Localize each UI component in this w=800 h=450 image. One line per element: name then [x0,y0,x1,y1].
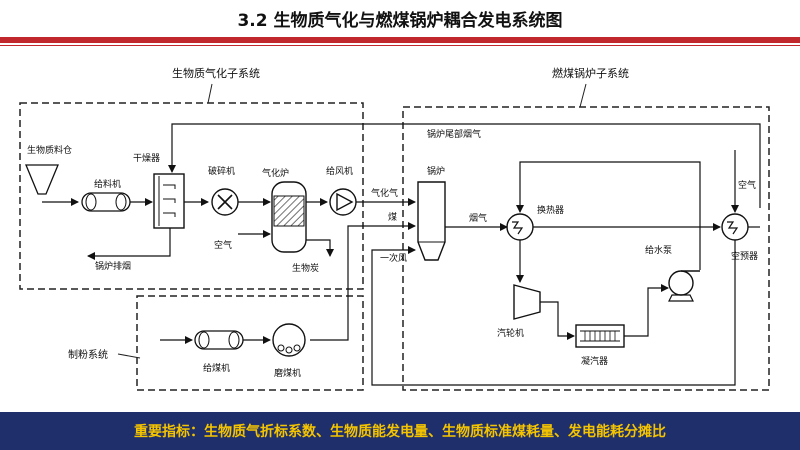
coal-boiler-subsystem-leader [579,83,587,108]
turbine-shape [513,284,541,320]
air-preheater-icon [727,221,739,235]
boiler-label: 锅炉 [427,165,445,177]
blower-icon [336,192,354,212]
boiler-exhaust-label: 锅炉排烟 [95,260,131,272]
dryer-tray-1 [163,184,176,189]
biochar-label: 生物炭 [292,262,319,274]
feeder-roller-right [115,193,127,211]
air-preheater-label: 空预器 [731,250,758,262]
mill-ball-2 [285,346,293,354]
biomass-silo-label: 生物质料仓 [27,144,72,156]
title-divider [0,37,800,43]
gasifier-air-label: 空气 [214,239,232,251]
tail-flue-gas-return-line [168,123,761,208]
coal-supply-line [310,222,416,341]
crusher-icon [217,194,233,210]
coal-feeder-label: 给煤机 [203,362,230,374]
coal-feeder-roller-left [198,331,210,349]
pulverizing-subsystem-leader [117,353,141,359]
feed-pump-shape [668,270,694,296]
pulverizing-subsystem-label: 制粉系统 [68,348,108,361]
coal-label: 煤 [388,211,397,223]
boiler-shape [417,181,446,261]
biomass-subsystem-label: 生物质气化子系统 [172,66,260,80]
mill-ball-3 [293,344,301,352]
gasification-gas-label: 气化气 [371,187,398,199]
blower-label: 给风机 [326,165,353,177]
footer-banner [0,412,800,450]
air-right-label: 空气 [738,179,756,191]
coal-feeder-shape [194,330,244,350]
condensate-to-pump-flow [624,284,669,337]
dryer-tray-3 [163,212,176,217]
boiler-subsystem-box [402,106,770,391]
page-title: 3.2 生物质气化与燃煤锅炉耦合发电系统图 [237,11,563,31]
crusher-label: 破碎机 [208,165,235,177]
boiler-exhaust-flow [87,228,171,260]
mill-ball-1 [277,344,285,352]
heat-exchanger-icon [512,221,524,235]
feed-pump-label: 给水泵 [645,244,672,256]
condenser-label: 凝汽器 [581,355,608,367]
biochar-output-flow [306,239,334,257]
feeder-shape [81,192,131,212]
biomass-subsystem-leader [207,83,213,104]
key-indicators-text: 重要指标：生物质气折标系数、生物质能发电量、生物质标准煤耗量、发电能耗分摊比 [134,424,666,440]
primary-air-line [371,240,736,386]
feeder-roller-left [85,193,97,211]
gasifier-label: 气化炉 [262,167,289,179]
air-preheater-shape [721,213,749,241]
system-diagram: 生物质气化子系统 燃煤锅炉子系统 制粉系统 生物质料仓 给料机 干燥器 锅炉尾部… [19,66,770,391]
boiler-tail-flue-label: 锅炉尾部烟气 [427,128,481,140]
dryer-shape [153,173,185,229]
gasifier-bed-hatch [273,195,305,227]
coal-boiler-subsystem-label: 燃煤锅炉子系统 [552,66,629,80]
steam-loop-line [516,161,701,270]
primary-air-label: 一次风 [380,252,407,264]
dryer-label: 干燥器 [133,153,160,164]
turbine-label: 汽轮机 [497,327,524,339]
heat-exchanger-shape [506,213,534,241]
gasifier-shape [271,181,307,253]
feeder-label: 给料机 [94,178,121,190]
biomass-subsystem-box [19,102,364,290]
heat-exchanger-label: 换热器 [537,204,564,216]
mill-label: 磨煤机 [274,367,301,379]
flue-gas-label: 烟气 [469,212,487,224]
coal-feeder-roller-right [228,331,240,349]
pulverizing-subsystem-box [136,295,364,391]
turbine-to-condenser-flow [540,301,575,340]
condenser-fins [584,331,616,341]
biomass-silo-shape [25,164,59,195]
feed-pump-base [668,294,694,302]
mill-shape [272,323,306,357]
title-divider-thin [0,45,800,46]
dryer-tray-2 [163,198,176,203]
